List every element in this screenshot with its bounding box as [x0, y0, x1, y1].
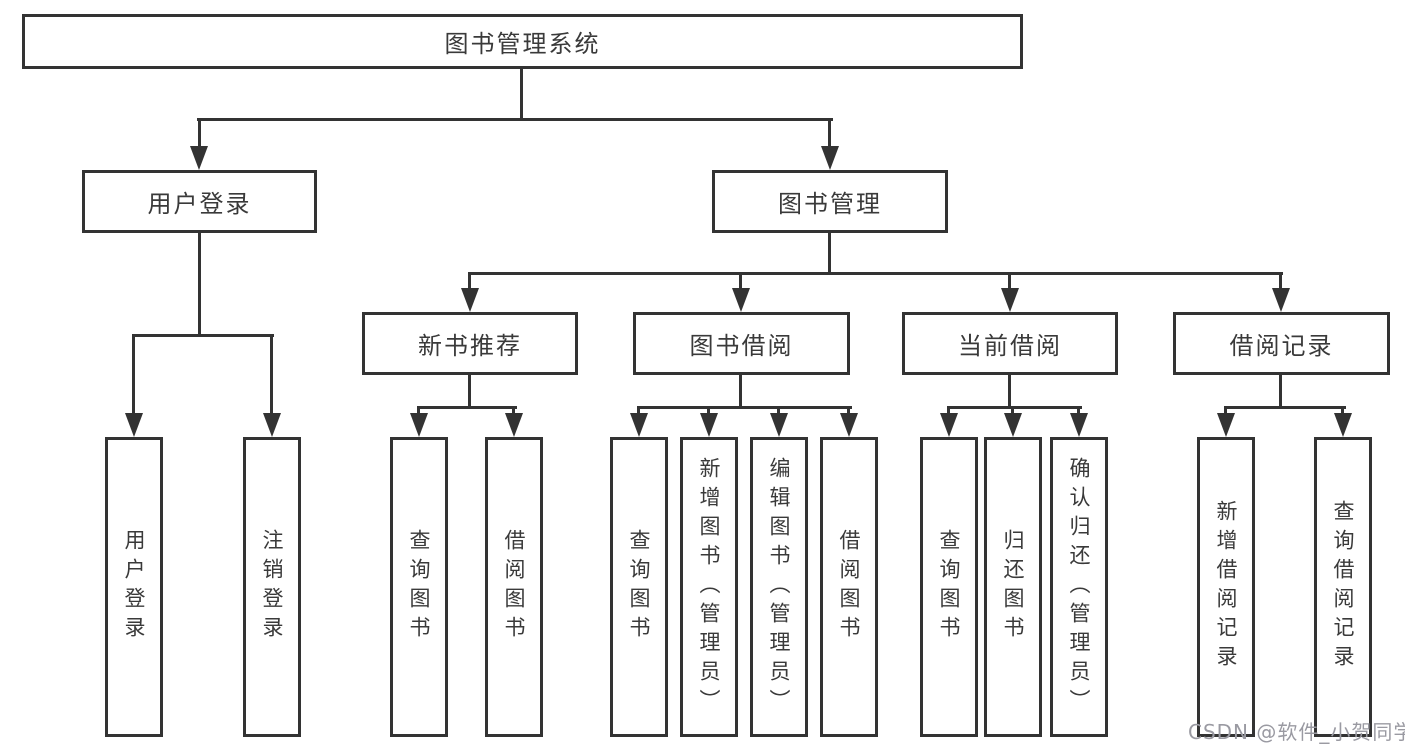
connector-line — [1224, 406, 1227, 416]
node-new-book-recommend: 新书推荐 — [362, 312, 578, 375]
node-add-book-admin-label: 新增图书（管理员） — [697, 456, 721, 718]
node-root: 图书管理系统 — [22, 14, 1023, 69]
arrowhead-down-icon — [410, 413, 428, 437]
node-add-borrow-record-label: 新增借阅记录 — [1214, 500, 1238, 674]
connector-line — [1279, 375, 1282, 409]
node-new-book-recommend-label: 新书推荐 — [418, 332, 522, 360]
connector-line — [1077, 406, 1080, 416]
arrowhead-down-icon — [1334, 413, 1352, 437]
connector-line — [468, 272, 1283, 275]
node-book-management: 图书管理 — [712, 170, 948, 233]
node-current-borrowing-label: 当前借阅 — [958, 332, 1062, 360]
connector-line — [1341, 406, 1344, 416]
connector-line — [512, 406, 515, 416]
node-current-borrowing: 当前借阅 — [902, 312, 1118, 375]
node-root-label: 图书管理系统 — [444, 30, 601, 58]
connector-line — [132, 334, 274, 337]
arrowhead-down-icon — [732, 288, 750, 312]
connector-line — [468, 272, 471, 292]
arrowhead-down-icon — [1070, 413, 1088, 437]
arrowhead-down-icon — [700, 413, 718, 437]
node-borrow-books: 借阅图书 — [820, 437, 878, 737]
connector-line — [637, 406, 852, 409]
node-return-book: 归还图书 — [984, 437, 1042, 737]
arrowhead-down-icon — [1004, 413, 1022, 437]
node-edit-book-admin-label: 编辑图书（管理员） — [767, 456, 791, 718]
connector-line — [637, 406, 640, 416]
connector-line — [198, 233, 201, 337]
connector-line — [417, 406, 517, 409]
node-add-borrow-record: 新增借阅记录 — [1197, 437, 1255, 737]
connector-line — [707, 406, 710, 416]
connector-line — [1279, 272, 1282, 292]
connector-line — [828, 233, 831, 275]
connector-line — [947, 406, 1082, 409]
node-login-label: 用户登录 — [122, 529, 146, 645]
connector-line — [1008, 375, 1011, 409]
connector-line — [739, 375, 742, 409]
arrowhead-down-icon — [125, 413, 143, 437]
connector-line — [132, 334, 135, 416]
node-borrow-books-label: 借阅图书 — [837, 529, 861, 645]
node-add-book-admin: 新增图书（管理员） — [680, 437, 738, 737]
node-borrow-query-books-label: 查询图书 — [627, 529, 651, 645]
node-return-book-label: 归还图书 — [1001, 529, 1025, 645]
connector-line — [739, 272, 742, 292]
connector-line — [520, 68, 523, 121]
arrowhead-down-icon — [840, 413, 858, 437]
node-query-borrow-record: 查询借阅记录 — [1314, 437, 1372, 737]
arrowhead-down-icon — [1272, 288, 1290, 312]
connector-line — [947, 406, 950, 416]
node-book-borrowing-label: 图书借阅 — [689, 332, 794, 360]
node-book-borrowing: 图书借阅 — [633, 312, 850, 375]
connector-line — [777, 406, 780, 416]
connector-line — [847, 406, 850, 416]
node-borrow-records: 借阅记录 — [1173, 312, 1390, 375]
arrowhead-down-icon — [821, 146, 839, 170]
arrowhead-down-icon — [461, 288, 479, 312]
node-borrow-query-books: 查询图书 — [610, 437, 668, 737]
arrowhead-down-icon — [940, 413, 958, 437]
node-confirm-return-admin: 确认归还（管理员） — [1050, 437, 1108, 737]
node-edit-book-admin: 编辑图书（管理员） — [750, 437, 808, 737]
node-recommend-borrow-books-label: 借阅图书 — [502, 529, 526, 645]
node-recommend-query-books: 查询图书 — [390, 437, 448, 737]
connector-line — [1011, 406, 1014, 416]
arrowhead-down-icon — [770, 413, 788, 437]
node-confirm-return-admin-label: 确认归还（管理员） — [1067, 456, 1091, 718]
node-recommend-query-books-label: 查询图书 — [407, 529, 431, 645]
connector-line — [1224, 406, 1346, 409]
node-user-login: 用户登录 — [82, 170, 317, 233]
arrowhead-down-icon — [1001, 288, 1019, 312]
connector-line — [197, 118, 833, 121]
node-current-query-books: 查询图书 — [920, 437, 978, 737]
node-borrow-records-label: 借阅记录 — [1229, 332, 1334, 360]
node-logout-label: 注销登录 — [260, 529, 284, 645]
connector-line — [828, 118, 831, 150]
arrowhead-down-icon — [505, 413, 523, 437]
connector-line — [468, 375, 471, 409]
node-query-borrow-record-label: 查询借阅记录 — [1331, 500, 1355, 674]
node-book-management-label: 图书管理 — [778, 190, 882, 218]
arrowhead-down-icon — [190, 146, 208, 170]
arrowhead-down-icon — [263, 413, 281, 437]
connector-line — [1008, 272, 1011, 292]
node-user-login-label: 用户登录 — [147, 190, 252, 218]
node-recommend-borrow-books: 借阅图书 — [485, 437, 543, 737]
connector-line — [270, 334, 273, 416]
node-login: 用户登录 — [105, 437, 163, 737]
node-logout: 注销登录 — [243, 437, 301, 737]
node-current-query-books-label: 查询图书 — [937, 529, 961, 645]
arrowhead-down-icon — [630, 413, 648, 437]
arrowhead-down-icon — [1217, 413, 1235, 437]
connector-line — [417, 406, 420, 416]
connector-line — [198, 118, 201, 150]
csdn-watermark: CSDN @软件_小贺同学 — [1188, 720, 1405, 744]
